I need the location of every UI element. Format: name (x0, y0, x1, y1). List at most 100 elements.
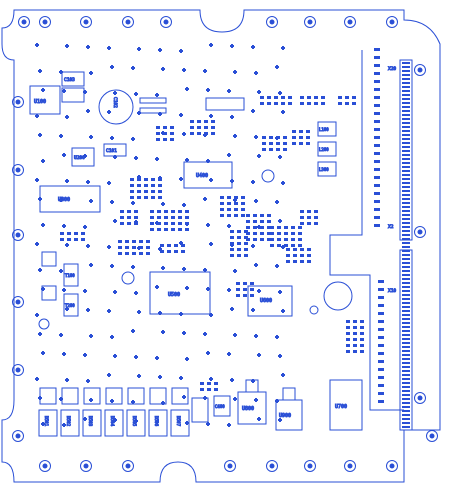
smd-part (281, 96, 285, 99)
smd-part (260, 220, 264, 223)
relay-label: D506 (154, 416, 159, 427)
smd-part (220, 208, 224, 211)
relay-4: D504 (104, 387, 124, 437)
smd-part (151, 190, 155, 193)
smd-part (293, 248, 297, 251)
smd-part (174, 250, 178, 253)
connector-pin (402, 154, 410, 156)
smd-part (314, 96, 318, 99)
smd-part (237, 254, 241, 257)
smd-part (307, 210, 311, 213)
smd-part (158, 184, 162, 187)
pad (254, 199, 258, 203)
label-u800: U800 (242, 406, 254, 412)
smd-part (284, 226, 288, 229)
smd-part (260, 214, 264, 217)
connector-pins (374, 48, 410, 428)
connector-pin-side (378, 288, 384, 291)
smd-part (127, 216, 131, 219)
smd-part (262, 148, 266, 151)
smd-part (276, 148, 280, 151)
smd-part (267, 96, 271, 99)
connector-pin (402, 114, 410, 116)
connector-pin-side (378, 304, 384, 307)
mounting-hole (344, 16, 356, 28)
smd-part (120, 210, 124, 213)
smd-part (314, 102, 318, 105)
smd-part (246, 214, 250, 217)
pad (257, 225, 261, 229)
connector-pin (402, 90, 410, 92)
connector-pin-side (378, 312, 384, 315)
smd-part (125, 240, 129, 243)
smd-part (286, 248, 290, 251)
mounting-hole (12, 96, 24, 108)
smd-part (130, 184, 134, 187)
connector-pin (402, 74, 410, 76)
connector-pin (402, 350, 410, 352)
connector-pin-side (374, 224, 380, 227)
pad (41, 223, 45, 227)
pad (179, 376, 183, 380)
connector-pin-side (378, 328, 384, 331)
smd-part (237, 248, 241, 251)
smd-part (293, 254, 297, 257)
pad (206, 88, 210, 92)
pad (41, 422, 45, 426)
connector-pin (402, 378, 410, 380)
smd-part (132, 252, 136, 255)
connector-pin (402, 358, 410, 360)
smd-part (292, 136, 296, 139)
smd-part (360, 326, 364, 329)
connector-pin (402, 198, 410, 200)
smd-part (299, 142, 303, 145)
capacitor-right (323, 281, 353, 311)
smd-part (262, 142, 266, 145)
smd-part (260, 96, 264, 99)
connector-pin (402, 194, 410, 196)
smd-part (277, 244, 281, 247)
mounting-hole (386, 460, 398, 472)
connector-pin (402, 246, 410, 248)
pad (107, 373, 111, 377)
mounting-hole (122, 460, 134, 472)
smd-part (314, 210, 318, 213)
connector-pin (402, 214, 410, 216)
pad (230, 378, 234, 382)
smd-part (277, 238, 281, 241)
smd-part (300, 254, 304, 257)
connector-pin (402, 278, 410, 280)
label-x10: X10 (388, 288, 396, 294)
label-c101: C101 (106, 148, 117, 154)
smd-part (307, 216, 311, 219)
smd-part (134, 210, 138, 213)
pad (158, 247, 162, 251)
pad (254, 263, 258, 267)
smd-part (157, 210, 161, 213)
connector-pin (402, 386, 410, 388)
connector-pin (402, 186, 410, 188)
smd-part (236, 288, 240, 291)
smd-part (293, 260, 297, 263)
mounting-hole (414, 392, 426, 404)
pad (65, 44, 69, 48)
smd-part (307, 260, 311, 263)
connector-pin (402, 294, 410, 296)
mounting-hole (12, 164, 24, 176)
smd-part (236, 282, 240, 285)
smd-part (250, 282, 254, 285)
smd-part (130, 178, 134, 181)
ic-header-top (205, 97, 245, 111)
pad (203, 268, 207, 272)
connector-pin (402, 306, 410, 308)
smd-part (288, 96, 292, 99)
connector-pin (402, 166, 410, 168)
smd-part (276, 142, 280, 145)
connector-pin-side (374, 216, 380, 219)
smd-part (234, 202, 238, 205)
smd-part (300, 210, 304, 213)
smd-part (360, 344, 364, 347)
pad (257, 289, 261, 293)
connector-pin-side (374, 112, 380, 115)
